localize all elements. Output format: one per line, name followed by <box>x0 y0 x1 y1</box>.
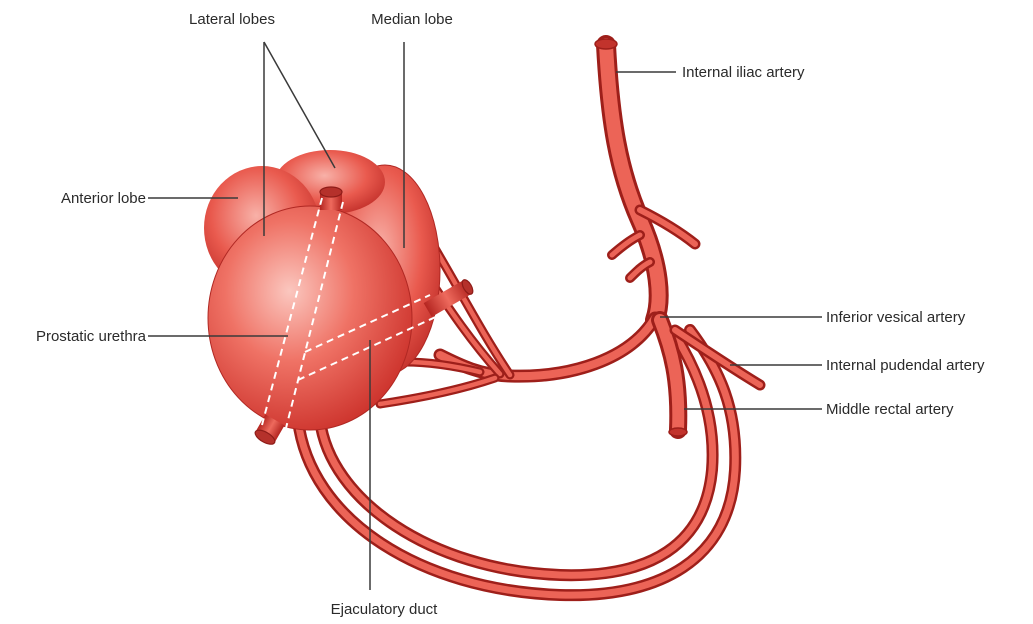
prostate-gland <box>204 150 475 447</box>
label-anterior-lobe: Anterior lobe <box>61 190 146 207</box>
label-lateral-lobes: Lateral lobes <box>189 11 275 28</box>
label-prostatic-urethra: Prostatic urethra <box>36 328 147 345</box>
label-internal-pudendal-artery: Internal pudendal artery <box>826 357 985 374</box>
label-middle-rectal-artery: Middle rectal artery <box>826 401 954 418</box>
urethra-top-opening <box>320 187 342 197</box>
middle-rectal-cut-end <box>669 428 687 436</box>
label-inferior-vesical-artery: Inferior vesical artery <box>826 309 966 326</box>
label-ejaculatory-duct: Ejaculatory duct <box>331 601 439 618</box>
label-internal-iliac-artery: Internal iliac artery <box>682 64 805 81</box>
lateral-lobe-front <box>208 206 412 430</box>
label-median-lobe: Median lobe <box>371 11 453 28</box>
internal-iliac-cut-end <box>595 39 617 49</box>
labels: Lateral lobes Median lobe Anterior lobe … <box>36 11 985 618</box>
